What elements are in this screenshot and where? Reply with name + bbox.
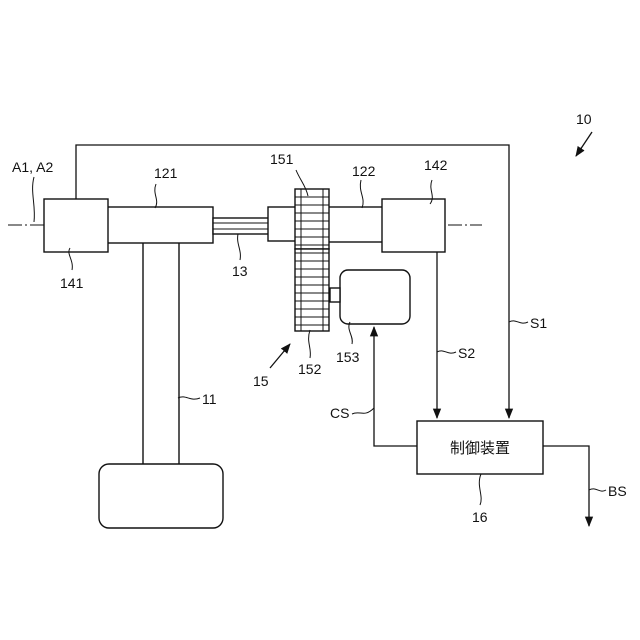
leader-11 bbox=[178, 397, 200, 399]
label-signal-s1: S1 bbox=[530, 315, 547, 331]
joint-141 bbox=[44, 199, 108, 252]
signal-line-s1 bbox=[76, 145, 509, 418]
leader-cs bbox=[352, 408, 374, 414]
signal-line-cs bbox=[374, 327, 417, 446]
gear-151 bbox=[295, 189, 329, 249]
label-joint-141: 141 bbox=[60, 275, 84, 291]
motor-153 bbox=[340, 270, 410, 324]
motor-shaft bbox=[330, 288, 340, 302]
leader-152 bbox=[309, 330, 311, 358]
leader-13 bbox=[238, 234, 241, 260]
label-fig-10: 10 bbox=[576, 111, 592, 127]
leader-16 bbox=[479, 474, 481, 505]
label-gear-152: 152 bbox=[298, 361, 322, 377]
label-joint-142: 142 bbox=[424, 157, 448, 173]
base-column bbox=[143, 238, 179, 468]
leader-s2 bbox=[437, 351, 456, 353]
label-signal-bs: BS bbox=[608, 483, 627, 499]
joint-142 bbox=[382, 199, 445, 252]
base-foot bbox=[99, 464, 223, 528]
shaft-13 bbox=[213, 218, 269, 234]
label-gear-151: 151 bbox=[270, 151, 294, 167]
label-axis: A1, A2 bbox=[12, 159, 53, 175]
signal-line-bs bbox=[543, 446, 589, 526]
label-arm-121: 121 bbox=[154, 165, 178, 181]
controller-label: 制御装置 bbox=[450, 439, 510, 457]
leader-bs bbox=[589, 489, 606, 491]
leader-15-arrow bbox=[270, 344, 290, 368]
label-arm-122: 122 bbox=[352, 163, 376, 179]
leader-122 bbox=[360, 180, 363, 208]
label-signal-cs: CS bbox=[330, 405, 349, 421]
leader-10-arrow bbox=[576, 132, 592, 156]
gear-hub bbox=[268, 207, 298, 241]
leader-153 bbox=[349, 322, 352, 344]
label-reducer-15: 15 bbox=[253, 373, 269, 389]
leader-121 bbox=[155, 184, 157, 208]
reducer-gear-15 bbox=[295, 189, 329, 331]
leader-s1 bbox=[509, 321, 528, 323]
label-base-11: 11 bbox=[202, 391, 217, 407]
label-controller-16: 16 bbox=[472, 509, 488, 525]
arm-122 bbox=[327, 207, 384, 242]
arm-121 bbox=[107, 207, 213, 243]
label-motor-153: 153 bbox=[336, 349, 360, 365]
label-signal-s2: S2 bbox=[458, 345, 475, 361]
leader-axis bbox=[33, 177, 35, 222]
label-shaft-13: 13 bbox=[232, 263, 248, 279]
